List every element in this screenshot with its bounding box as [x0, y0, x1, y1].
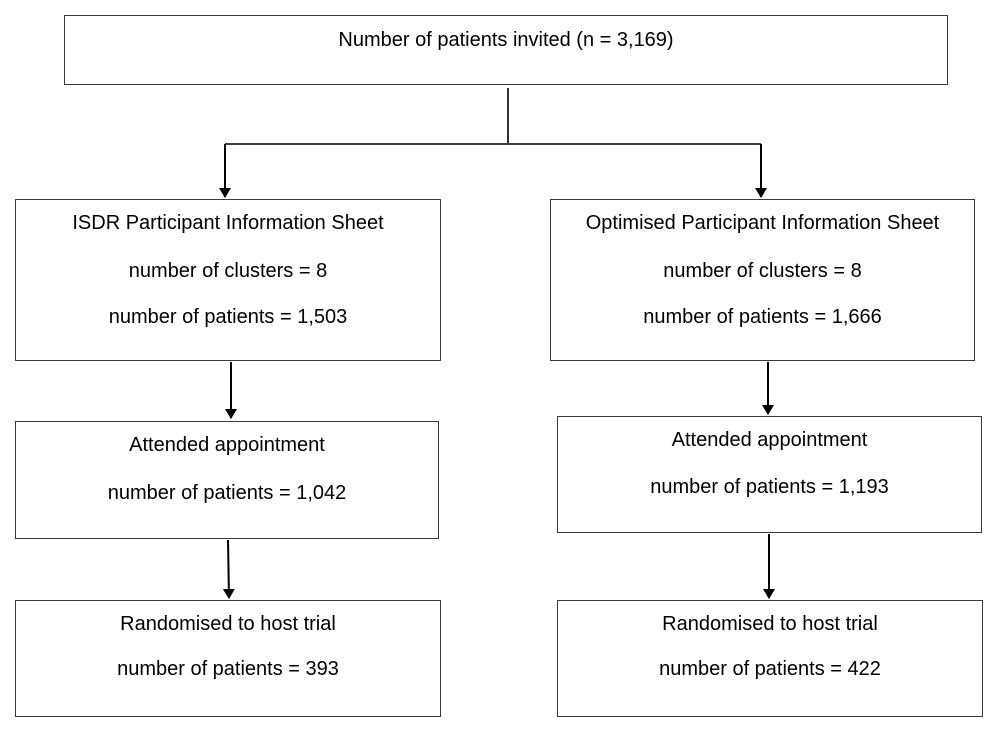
isdr-sheet-title: ISDR Participant Information Sheet — [72, 212, 384, 234]
optimised-randomised-box: Randomised to host trial number of patie… — [557, 600, 983, 717]
optimised-randomised-patients: number of patients = 422 — [659, 658, 881, 680]
optimised-randomised-title: Randomised to host trial — [662, 613, 878, 635]
isdr-patients: number of patients = 1,503 — [108, 306, 348, 328]
isdr-randomised-box: Randomised to host trial number of patie… — [15, 600, 441, 717]
optimised-attended-patients: number of patients = 1,193 — [650, 476, 889, 498]
isdr-randomised-patients: number of patients = 393 — [117, 658, 339, 680]
isdr-sheet-box: ISDR Participant Information Sheet numbe… — [15, 199, 441, 361]
isdr-clusters: number of clusters = 8 — [128, 260, 328, 282]
invited-box: Number of patients invited (n = 3,169) — [64, 15, 948, 85]
isdr-randomised-title: Randomised to host trial — [120, 613, 336, 635]
optimised-clusters: number of clusters = 8 — [663, 260, 862, 282]
arrow-to-left-randomised — [222, 539, 235, 599]
optimised-sheet-title: Optimised Participant Information Sheet — [585, 212, 940, 234]
optimised-attended-box: Attended appointment number of patients … — [557, 416, 982, 533]
isdr-attended-box: Attended appointment number of patients … — [15, 421, 439, 539]
optimised-sheet-box: Optimised Participant Information Sheet … — [550, 199, 975, 361]
invited-label: Number of patients invited (n = 3,169) — [338, 29, 674, 51]
optimised-patients: number of patients = 1,666 — [643, 306, 882, 328]
isdr-attended-patients: number of patients = 1,042 — [107, 482, 347, 504]
optimised-attended-title: Attended appointment — [671, 429, 868, 451]
isdr-attended-title: Attended appointment — [129, 434, 325, 456]
